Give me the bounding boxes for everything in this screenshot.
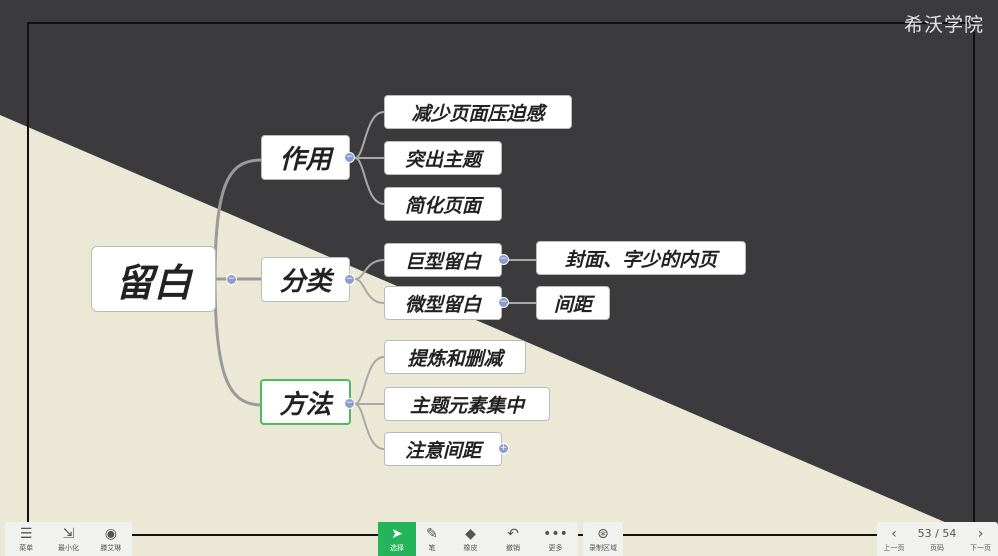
eraser-icon: ◆ xyxy=(465,526,476,542)
menu-icon: ☰ xyxy=(19,526,33,542)
leaf-node[interactable]: 主题元素集中 xyxy=(384,387,550,421)
prev-page-button[interactable]: ‹上一页 xyxy=(883,526,905,552)
branch-node[interactable]: 分类 xyxy=(261,257,350,302)
avatar: ◉ xyxy=(104,526,117,542)
collapse-toggle-icon[interactable]: − xyxy=(498,297,509,308)
root-node[interactable]: 留白 xyxy=(91,246,216,312)
undo-icon: ↶ xyxy=(507,526,519,542)
collapse-toggle-icon[interactable]: − xyxy=(344,274,355,285)
leaf-node[interactable]: 减少页面压迫感 xyxy=(384,95,572,129)
watermark-logo: 希沃学院 xyxy=(903,14,984,36)
leaf-node[interactable]: 简化页面 xyxy=(384,187,502,221)
eraser-tool[interactable]: ◆橡皮 xyxy=(463,526,478,552)
record-toolbar: ⊛录制区域 xyxy=(583,522,623,556)
expand-toggle-icon[interactable]: + xyxy=(498,443,509,454)
user-button[interactable]: ◉滕艾琳 xyxy=(100,526,122,552)
leaf-node[interactable]: 突出主题 xyxy=(384,141,502,175)
collapse-toggle-icon[interactable]: − xyxy=(344,152,355,163)
leaf-node[interactable]: 注意间距 xyxy=(384,432,502,466)
leaf-node[interactable]: 间距 xyxy=(536,286,610,320)
branch-node-selected[interactable]: 方法 xyxy=(260,379,351,425)
collapse-toggle-icon[interactable]: − xyxy=(226,274,237,285)
pen-icon: ✎ xyxy=(426,526,438,542)
branch-node[interactable]: 作用 xyxy=(261,135,350,180)
collapse-toggle-icon[interactable]: − xyxy=(498,254,509,265)
left-toolbar: ☰菜单 ⇲最小化 ◉滕艾琳 xyxy=(5,522,132,556)
cursor-icon: ➤ xyxy=(391,526,403,542)
more-icon: ••• xyxy=(543,526,568,542)
pen-tool[interactable]: ✎笔 xyxy=(426,526,438,552)
select-tool[interactable]: ➤选择 xyxy=(378,522,416,556)
leaf-node[interactable]: 微型留白 xyxy=(384,286,502,320)
record-button[interactable]: ⊛录制区域 xyxy=(589,526,617,552)
collapse-toggle-icon[interactable]: − xyxy=(344,398,355,409)
chevron-right-icon: › xyxy=(977,526,984,542)
tool-toolbar: ➤选择 ✎笔 ◆橡皮 ↶撤销 •••更多 xyxy=(378,522,578,556)
leaf-node[interactable]: 提炼和删减 xyxy=(384,340,526,374)
next-page-button[interactable]: ›下一页 xyxy=(970,526,991,552)
minimize-button[interactable]: ⇲最小化 xyxy=(57,526,79,552)
more-button[interactable]: •••更多 xyxy=(543,526,568,552)
minimize-icon: ⇲ xyxy=(62,526,75,542)
leaf-node[interactable]: 封面、字少的内页 xyxy=(536,241,746,275)
undo-button[interactable]: ↶撤销 xyxy=(506,526,520,552)
leaf-node[interactable]: 巨型留白 xyxy=(384,243,502,277)
menu-button[interactable]: ☰菜单 xyxy=(19,526,34,552)
chevron-left-icon: ‹ xyxy=(891,526,897,542)
record-icon: ⊛ xyxy=(597,526,609,542)
